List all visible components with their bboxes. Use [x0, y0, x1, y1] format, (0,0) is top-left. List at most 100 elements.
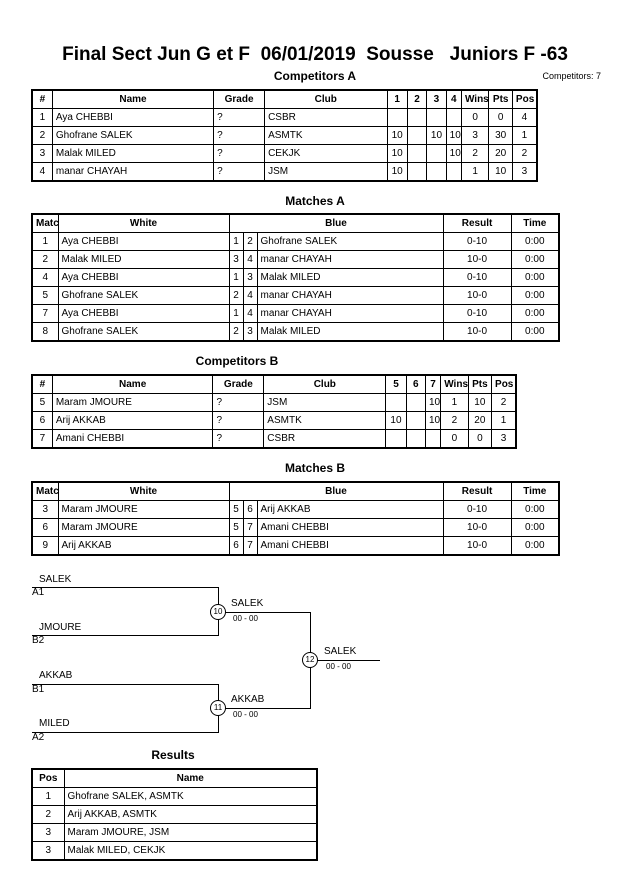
cell: 10: [386, 126, 408, 145]
cell: 10-0: [442, 536, 512, 556]
cell: [385, 393, 407, 412]
cell: 7: [31, 429, 53, 449]
col-header: Match: [31, 213, 59, 233]
cell: 3: [31, 841, 65, 861]
col-header: White: [57, 213, 230, 233]
cell: 2: [31, 250, 59, 269]
cell: [406, 162, 428, 182]
cell: 1: [228, 304, 244, 323]
cell: 2: [242, 232, 258, 251]
match-10-winner: SALEK: [231, 598, 264, 609]
cell: 0:00: [510, 232, 560, 251]
table-row: 9 Arij AKKAB 6 7 Amani CHEBBI 10-0 0:00: [31, 536, 560, 556]
col-header: Grade: [213, 89, 266, 109]
cell: 0: [488, 108, 513, 127]
cell: [424, 429, 442, 449]
table-row: 8 Ghofrane SALEK 2 3 Malak MILED 10-0 0:…: [31, 322, 560, 342]
table-row: 7 Amani CHEBBI ? CSBR 0 0 3: [31, 429, 517, 449]
cell: 0:00: [510, 518, 560, 537]
cell: JSM: [264, 162, 388, 182]
cell: Malak MILED: [256, 268, 444, 287]
cell: ?: [213, 108, 266, 127]
match-10-marker: 10: [210, 604, 226, 620]
cell: Aya CHEBBI: [57, 304, 230, 323]
cell: 0-10: [442, 232, 512, 251]
bracket-line: [32, 684, 218, 685]
cell: [445, 162, 462, 182]
cell: 3: [228, 250, 244, 269]
cell: 0:00: [510, 286, 560, 305]
competitors-a-table: # Name Grade Club 1 2 3 4 Wins Pts Pos 1…: [31, 89, 538, 182]
competitors-b-heading: Competitors B: [195, 354, 279, 368]
cell: 1: [228, 268, 244, 287]
match-12-score: 00 - 00: [326, 662, 351, 671]
cell: Amani CHEBBI: [51, 429, 214, 449]
cell: 1: [228, 232, 244, 251]
cell: 0:00: [510, 500, 560, 519]
cell: ?: [213, 144, 266, 163]
col-header: Name: [51, 374, 214, 394]
results-header-row: Pos Name: [31, 768, 318, 788]
competitors-a-heading: Competitors A: [273, 69, 357, 83]
cell: [405, 393, 426, 412]
table-row: 5 Ghofrane SALEK 2 4 manar CHAYAH 10-0 0…: [31, 286, 560, 305]
cell: Maram JMOURE: [51, 393, 214, 412]
cell: Aya CHEBBI: [57, 232, 230, 251]
cell: 0-10: [442, 268, 512, 287]
cell: 3: [460, 126, 490, 145]
cell: Arij AKKAB: [256, 500, 444, 519]
cell: 0-10: [442, 500, 512, 519]
cell: 10: [445, 144, 462, 163]
cell: [406, 126, 428, 145]
cell: 2: [440, 411, 469, 430]
table-row: 3 Maram JMOURE 5 6 Arij AKKAB 0-10 0:00: [31, 500, 560, 519]
cell: 0-10: [442, 304, 512, 323]
matches-b-table: Match White Blue Result Time 3 Maram JMO…: [31, 481, 561, 556]
cell: 1: [460, 162, 490, 182]
cell: Arij AKKAB: [57, 536, 230, 556]
table-row: 3 Malak MILED ? CEKJK 10 10 2 20 2: [31, 144, 538, 163]
matches-a-table: Match White Blue Result Time 1 Aya CHEBB…: [31, 213, 561, 342]
cell: CEKJK: [264, 144, 388, 163]
cell: 6: [242, 500, 258, 519]
competitors-a-header-row: # Name Grade Club 1 2 3 4 Wins Pts Pos: [31, 89, 538, 109]
col-header: 4: [445, 89, 462, 109]
cell: CSBR: [263, 429, 387, 449]
results-heading: Results: [151, 748, 195, 762]
bracket-a1-name: SALEK: [39, 574, 72, 585]
cell: 0:00: [510, 322, 560, 342]
cell: JSM: [263, 393, 387, 412]
bracket-line: [218, 708, 310, 709]
cell: 6: [228, 536, 244, 556]
cell: [426, 108, 447, 127]
cell: [405, 429, 426, 449]
cell: ?: [213, 126, 266, 145]
cell: 4: [242, 286, 258, 305]
cell: ?: [212, 429, 265, 449]
col-header: 6: [405, 374, 426, 394]
cell: 4: [242, 304, 258, 323]
table-row: 1 Ghofrane SALEK, ASMTK: [31, 787, 318, 806]
cell: 2: [31, 126, 53, 145]
cell: 6: [31, 411, 53, 430]
cell: Ghofrane SALEK: [57, 322, 230, 342]
col-header: Name: [51, 89, 215, 109]
cell: 5: [228, 518, 244, 537]
cell: 3: [31, 144, 53, 163]
col-header: Grade: [212, 374, 265, 394]
cell: 10: [385, 411, 407, 430]
matches-a-header-row: Match White Blue Result Time: [31, 213, 560, 233]
cell: 7: [242, 536, 258, 556]
cell: 2: [228, 322, 244, 342]
cell: 2: [460, 144, 490, 163]
cell: Amani CHEBBI: [256, 518, 444, 537]
bracket-b2-seed: B2: [32, 635, 45, 646]
cell: 1: [31, 232, 59, 251]
cell: 10: [386, 162, 408, 182]
cell: 1: [31, 787, 65, 806]
cell: 5: [31, 393, 53, 412]
cell: 2: [228, 286, 244, 305]
cell: 4: [31, 162, 53, 182]
cell: CSBR: [264, 108, 388, 127]
cell: 20: [488, 144, 513, 163]
